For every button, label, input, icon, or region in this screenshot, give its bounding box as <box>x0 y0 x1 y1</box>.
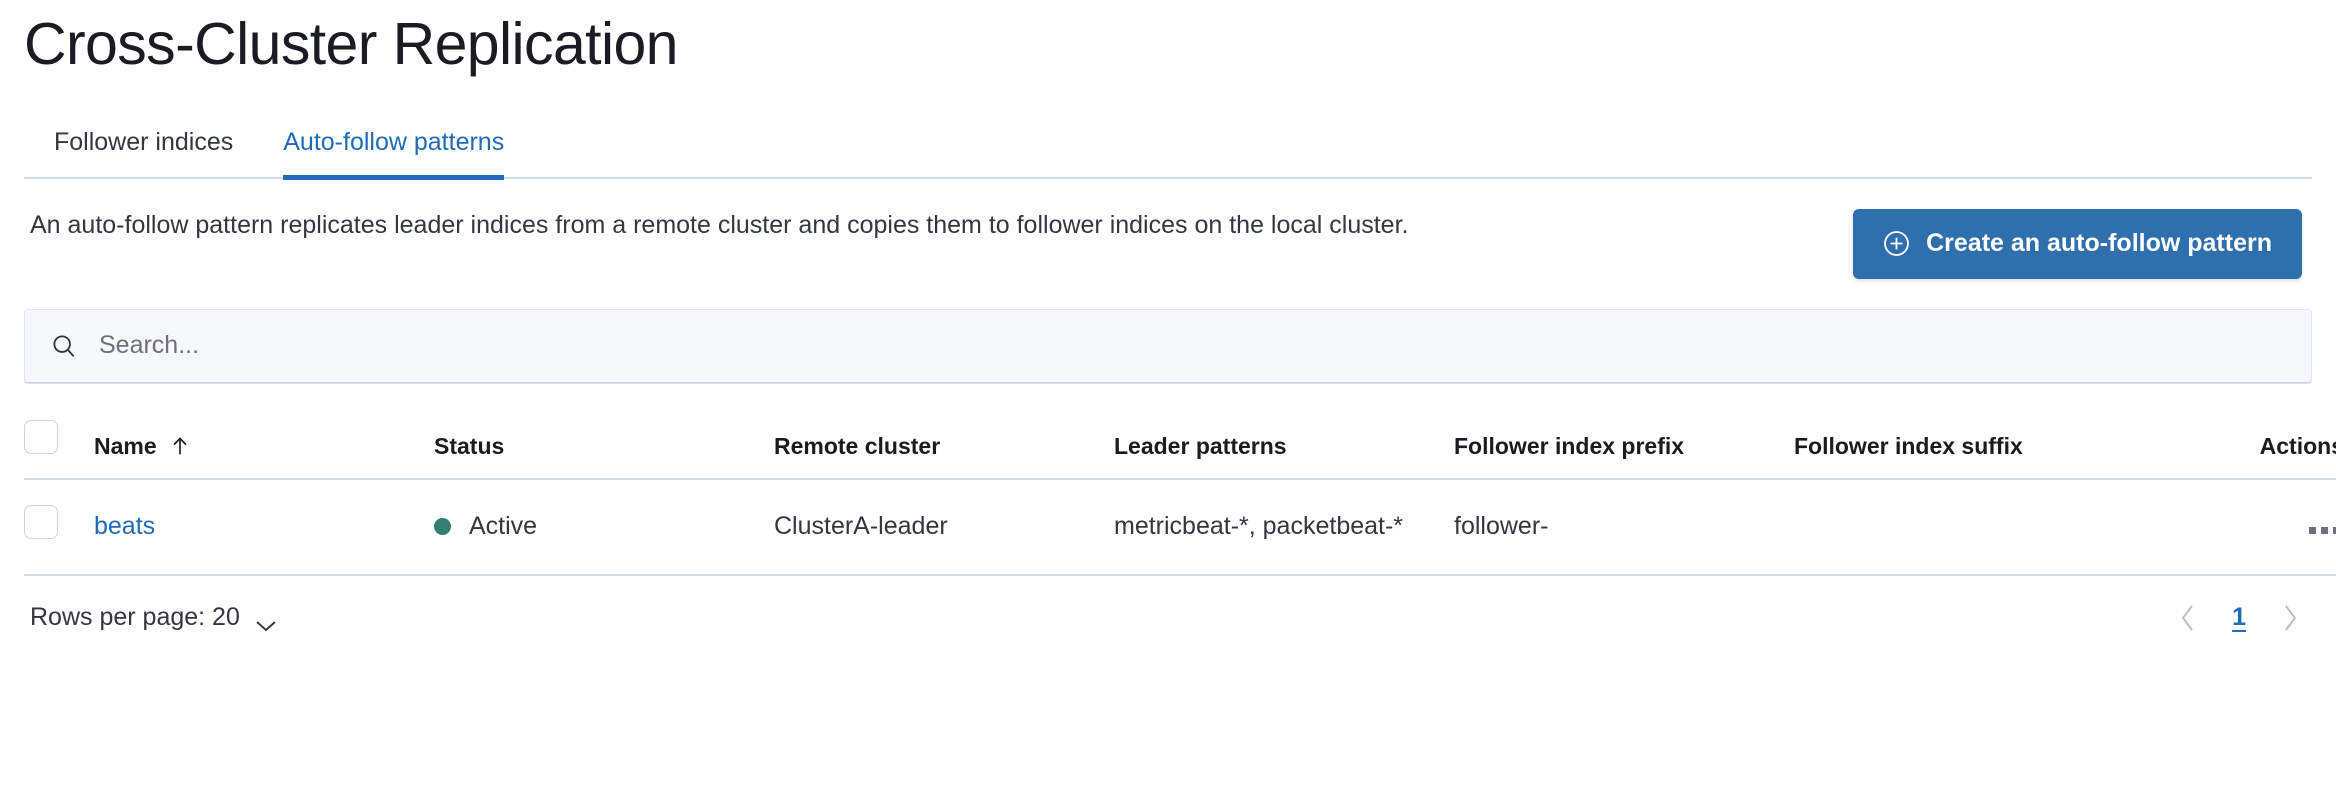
auto-follow-patterns-table: Name Status Remote cluster Leader patter… <box>24 410 2336 576</box>
page-title: Cross-Cluster Replication <box>24 11 678 77</box>
row-select-cell <box>24 478 94 576</box>
select-all-checkbox[interactable] <box>24 419 58 454</box>
column-header-remote-cluster[interactable]: Remote cluster <box>774 410 1114 480</box>
arrow-up-icon <box>169 434 191 458</box>
intro-description: An auto-follow pattern replicates leader… <box>30 210 1409 239</box>
column-header-follower-index-suffix[interactable]: Follower index suffix <box>1794 410 2224 480</box>
rows-per-page-label: Rows per page: 20 <box>30 603 240 632</box>
table-footer: Rows per page: 20 1 <box>24 602 2312 634</box>
status-label: Active <box>469 511 538 540</box>
table-header: Name Status Remote cluster Leader patter… <box>24 410 2336 480</box>
pagination: 1 <box>2178 602 2306 634</box>
create-button-label: Create an auto-follow pattern <box>1926 229 2272 258</box>
select-all-header <box>24 410 94 480</box>
table-row: beats Active ClusterA-leader metricbeat-… <box>24 478 2336 576</box>
tab-follower-indices[interactable]: Follower indices <box>54 127 234 156</box>
column-header-name[interactable]: Name <box>94 410 434 480</box>
cell-follower-index-prefix: follower- <box>1454 478 1794 576</box>
pattern-name-link[interactable]: beats <box>94 512 156 541</box>
column-header-actions: Actions <box>2224 410 2336 480</box>
cell-name: beats <box>94 478 434 576</box>
create-auto-follow-pattern-button[interactable]: Create an auto-follow pattern <box>1853 208 2302 279</box>
plus-in-circle-icon <box>1883 230 1910 257</box>
column-header-name-label: Name <box>94 432 157 459</box>
cell-status: Active <box>434 478 774 576</box>
search-bar[interactable] <box>24 308 2312 383</box>
cell-remote-cluster: ClusterA-leader <box>774 478 1114 576</box>
column-header-status[interactable]: Status <box>434 410 774 480</box>
column-header-leader-patterns[interactable]: Leader patterns <box>1114 410 1454 480</box>
table-header-row: Name Status Remote cluster Leader patter… <box>24 410 2336 480</box>
intro-section: An auto-follow pattern replicates leader… <box>24 207 2312 279</box>
cell-leader-patterns: metricbeat-*, packetbeat-* <box>1114 478 1454 576</box>
chevron-left-icon[interactable] <box>2178 602 2198 634</box>
tab-auto-follow-patterns[interactable]: Auto-follow patterns <box>283 129 505 180</box>
pagination-page-1[interactable]: 1 <box>2232 603 2246 632</box>
search-input[interactable] <box>99 331 2285 361</box>
tab-bar: Follower indices Auto-follow patterns <box>24 117 2312 180</box>
cell-follower-index-suffix <box>1794 478 2224 576</box>
row-checkbox[interactable] <box>24 504 58 539</box>
chevron-down-icon <box>254 611 278 632</box>
status-dot-icon <box>434 517 451 535</box>
chevron-right-icon[interactable] <box>2280 602 2300 634</box>
cell-actions <box>2224 478 2336 576</box>
column-header-follower-index-prefix[interactable]: Follower index prefix <box>1454 410 1794 480</box>
search-icon <box>51 333 77 359</box>
rows-per-page-selector[interactable]: Rows per page: 20 <box>30 603 278 632</box>
table-body: beats Active ClusterA-leader metricbeat-… <box>24 478 2336 576</box>
more-actions-icon[interactable] <box>2309 527 2336 535</box>
